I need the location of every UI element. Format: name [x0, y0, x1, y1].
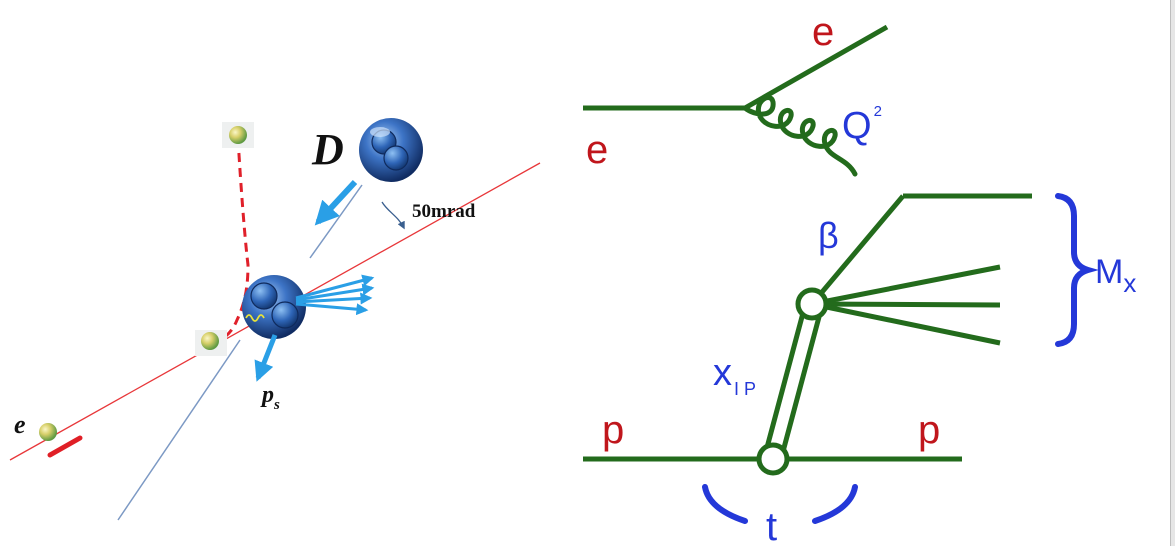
final-state-line-2 [811, 301, 1001, 308]
deuteron-label: D [311, 125, 344, 174]
incoming-electron-ball [195, 330, 227, 356]
beta-label: β [818, 215, 839, 256]
final-state-line-1 [811, 264, 1001, 307]
scattered-electron-ball [222, 122, 254, 148]
outgoing-electron-line [743, 24, 889, 111]
deuteron-nucleus [359, 118, 423, 182]
deuteron-direction-arrow [314, 179, 358, 226]
left-event-display: D 50mrad ps e [9, 118, 541, 521]
spectator-label-sub: s [273, 397, 280, 413]
mass-label-main: M [1095, 253, 1123, 291]
pomeron-fraction-main: x [713, 352, 732, 394]
spectator-label: ps [260, 382, 280, 413]
electron-bunch-marker [47, 435, 83, 458]
photon-squiggle [245, 314, 265, 322]
beam-electron-ball [39, 423, 57, 441]
crossing-angle-arc [381, 201, 405, 230]
photon-virtuality-main: Q [842, 105, 872, 147]
outgoing-electron-label: e [812, 10, 834, 54]
quark-line [810, 194, 905, 306]
pomeron-line-b [778, 316, 822, 460]
spectator-proton-arrow [254, 334, 278, 382]
proton-vertex [756, 442, 790, 476]
spectator-label-main: p [260, 382, 274, 408]
electron-label-left: e [14, 410, 26, 439]
t-bracket-left [702, 484, 748, 524]
ion-beam-line [117, 339, 241, 521]
interaction-nucleus [242, 275, 306, 339]
pomeron-line-a [762, 312, 806, 456]
forward-jet-arrows [295, 274, 375, 316]
mass-label-sub: x [1123, 268, 1136, 298]
momentum-transfer-label: t [766, 505, 777, 546]
scattered-electron-trajectory [217, 137, 250, 342]
mass-label: Mx [1095, 253, 1136, 298]
photon-virtuality-sup: 2 [874, 103, 882, 120]
t-bracket-right [812, 484, 858, 524]
incoming-proton-label: p [602, 408, 624, 452]
pomeron-fraction-sub: I P [734, 379, 756, 399]
window-edge [1170, 0, 1175, 546]
angle-label: 50mrad [412, 201, 476, 222]
mass-brace [1055, 193, 1099, 347]
hadronic-vertex [795, 287, 829, 321]
virtual-photon-line [742, 95, 858, 177]
incoming-electron-label: e [586, 128, 608, 172]
final-state-line-3 [811, 301, 1001, 346]
outgoing-proton-label: p [918, 408, 940, 452]
